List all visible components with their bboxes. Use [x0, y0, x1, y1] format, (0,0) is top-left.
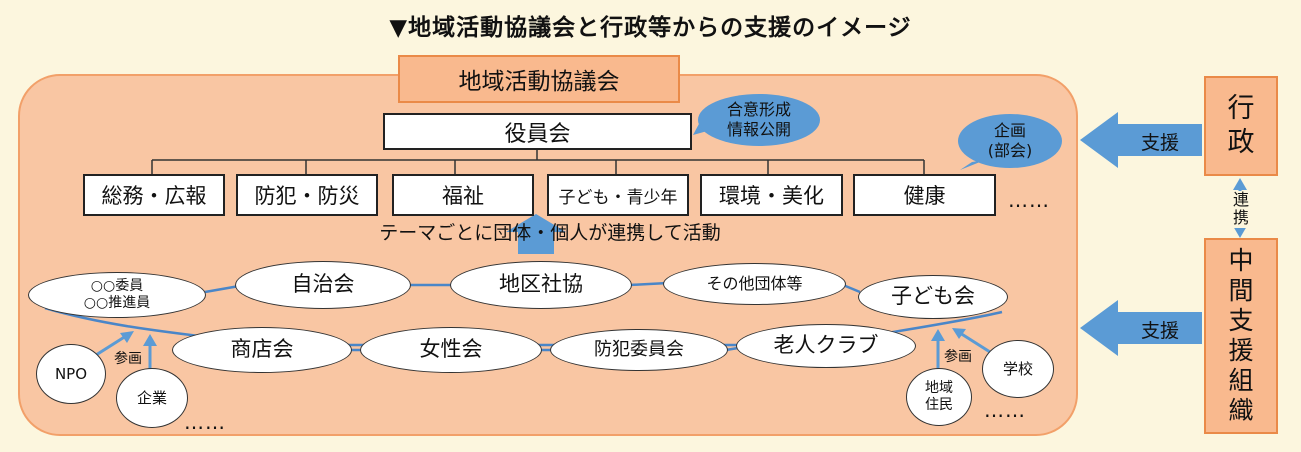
- officers-box: 役員会: [383, 113, 692, 150]
- government-box: 行 政: [1204, 76, 1278, 176]
- category-crime-disaster: 防犯・防災: [236, 174, 378, 216]
- participant-school: 学校: [982, 340, 1054, 398]
- category-health: 健康: [853, 174, 996, 216]
- category-youth: 子ども・青少年: [547, 174, 689, 216]
- groups-ellipsis-right: ……: [984, 398, 1026, 422]
- support-label-intermediary: 支援: [1140, 320, 1179, 342]
- group-womens-association: 女性会: [360, 327, 542, 373]
- group-district-welfare: 地区社協: [450, 261, 632, 309]
- group-children-association: 子ども会: [858, 275, 1008, 319]
- groups-ellipsis-left: ……: [184, 410, 226, 434]
- participant-residents: 地域 住民: [906, 368, 972, 426]
- category-environment: 環境・美化: [700, 174, 843, 216]
- group-residents-association: 自治会: [235, 261, 411, 309]
- participate-label-left: 参画: [114, 351, 142, 367]
- participant-npo: NPO: [36, 344, 106, 404]
- group-seniors-club: 老人クラブ: [736, 324, 916, 368]
- group-crime-prevention-committee: 防犯委員会: [550, 329, 728, 371]
- group-committee-members: ○○委員 ○○推進員: [28, 272, 206, 318]
- group-other-organizations: その他団体等: [663, 263, 846, 305]
- collaboration-label: 連 携: [1219, 190, 1263, 228]
- theme-caption: テーマごとに団体・個人が連携して活動: [379, 222, 721, 244]
- page-title: ▼地域活動協議会と行政等からの支援のイメージ: [389, 15, 912, 41]
- category-general-pr: 総務・広報: [83, 174, 225, 216]
- category-welfare: 福祉: [392, 174, 534, 216]
- group-merchants-association: 商店会: [172, 327, 352, 373]
- participant-company: 企業: [116, 368, 188, 428]
- consensus-bubble: 合意形成 情報公開: [698, 94, 820, 146]
- categories-ellipsis: ……: [1008, 188, 1050, 212]
- planning-bubble: 企画 (部会): [958, 114, 1062, 168]
- community-council-box: 地域活動協議会: [398, 55, 680, 103]
- participate-label-right: 参画: [944, 349, 972, 365]
- intermediary-support-box: 中 間 支 援 組 織: [1204, 238, 1278, 434]
- support-label-government: 支援: [1140, 132, 1179, 154]
